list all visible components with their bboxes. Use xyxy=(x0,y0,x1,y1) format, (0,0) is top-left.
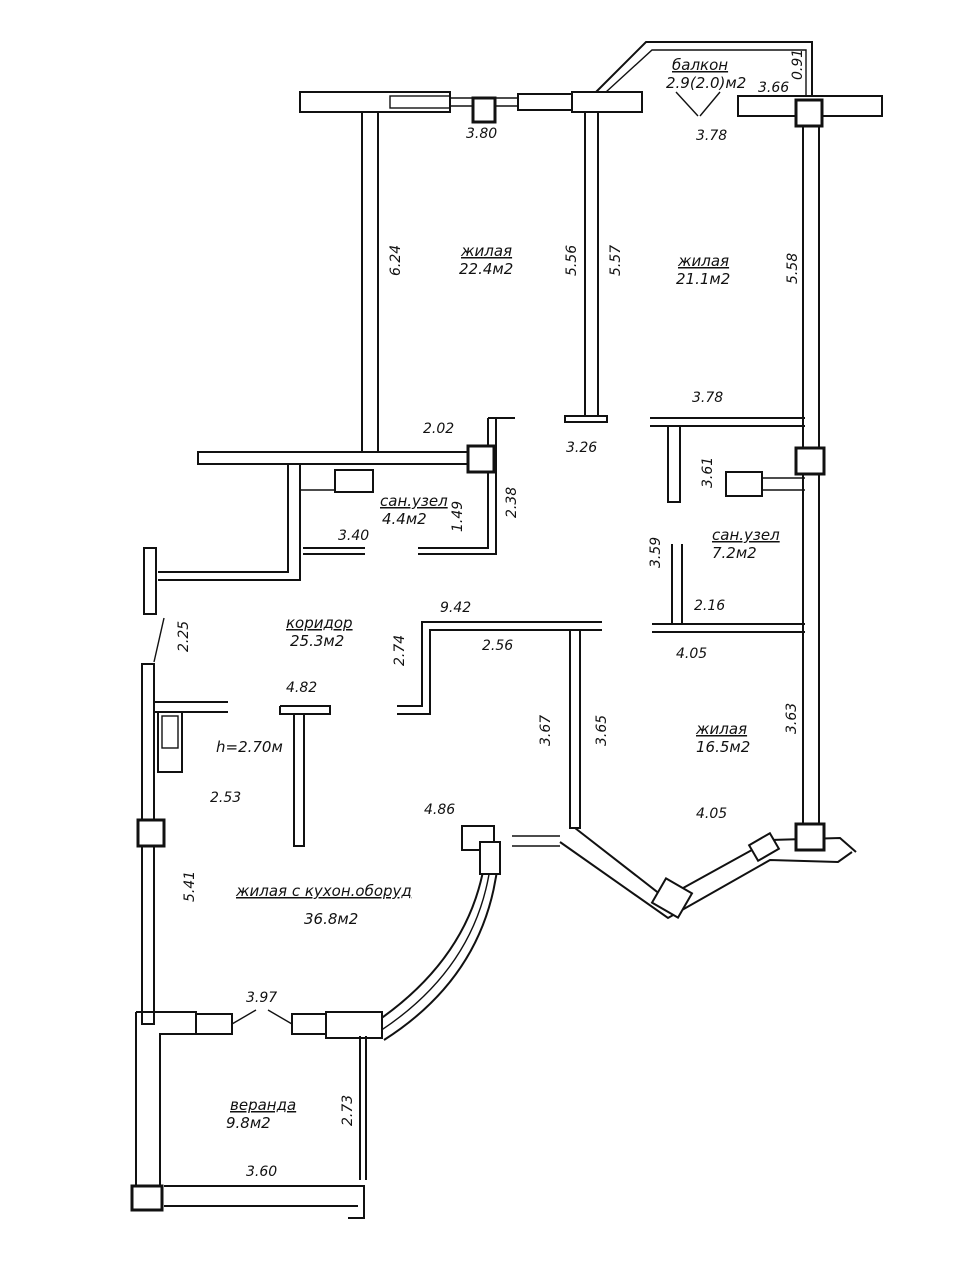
column xyxy=(794,822,826,852)
dimension-label: 3.60 xyxy=(246,1164,277,1180)
column xyxy=(471,96,497,124)
top-wall-left xyxy=(299,91,451,113)
room-name-bath-right: сан.узел xyxy=(712,526,780,544)
dimension-label: 0.91 xyxy=(790,49,806,80)
dimension-label: 2.73 xyxy=(340,1095,356,1126)
dimension-label: 4.82 xyxy=(286,680,317,696)
dimension-lines xyxy=(675,91,721,117)
top-wall-center xyxy=(571,91,643,113)
column xyxy=(136,818,166,848)
dimension-label: 3.59 xyxy=(648,537,664,568)
room-labels: балкон 2.9(2.0)м2 жилая 22.4м2 жилая 21.… xyxy=(216,56,780,1132)
dimension-label: 2.53 xyxy=(210,790,241,806)
walls xyxy=(135,41,883,1219)
dimension-label: 5.58 xyxy=(785,253,801,284)
room-area-living-small: 16.5м2 xyxy=(696,738,750,756)
dimension-label: 3.67 xyxy=(538,715,554,746)
room-name-bath-left: сан.узел xyxy=(380,492,448,510)
room-name-balcony: балкон xyxy=(672,56,728,74)
room-name-veranda: веранда xyxy=(230,1096,296,1114)
dimension-label: 2.25 xyxy=(176,621,192,652)
dimension-label: 2.02 xyxy=(423,421,454,437)
dimension-label: 3.26 xyxy=(566,440,597,456)
column xyxy=(794,446,826,476)
room-area-living-left: 22.4м2 xyxy=(459,260,513,278)
top-wall-mid xyxy=(517,93,574,111)
dimension-label: 3.40 xyxy=(338,528,369,544)
column-center xyxy=(293,713,305,847)
dimension-label: 9.42 xyxy=(440,600,471,616)
dimension-label: 3.97 xyxy=(246,990,277,1006)
room-name-corridor: коридор xyxy=(286,614,353,632)
room-area-corridor: 25.3м2 xyxy=(290,632,344,650)
dimension-label: 3.78 xyxy=(696,128,727,144)
room-name-living-right: жилая xyxy=(677,252,729,270)
room-area-veranda: 9.8м2 xyxy=(226,1114,271,1132)
dimension-label: 4.05 xyxy=(676,646,707,662)
dimension-label: 2.38 xyxy=(504,487,520,518)
dimension-label: 2.56 xyxy=(482,638,513,654)
wall-556 xyxy=(584,111,599,419)
room-name-living-left: жилая xyxy=(460,242,512,260)
balcony-outline xyxy=(595,41,813,96)
ceiling-height: h=2.70м xyxy=(216,738,283,756)
wall-mid-horizontal xyxy=(197,451,471,465)
dimension-label: 5.41 xyxy=(182,871,198,902)
dimension-label: 3.61 xyxy=(700,457,716,488)
wall-624 xyxy=(361,111,379,455)
dimension-label: 2.16 xyxy=(694,598,725,614)
room-area-balcony: 2.9(2.0)м2 xyxy=(666,74,746,92)
dimension-label: 3.65 xyxy=(594,715,610,746)
dimension-label: 1.49 xyxy=(450,501,466,532)
room-area-bath-left: 4.4м2 xyxy=(382,510,427,528)
dimension-label: 5.57 xyxy=(608,245,624,276)
dimension-label: 5.56 xyxy=(564,245,580,276)
columns xyxy=(130,96,826,1212)
dimension-label: 2.74 xyxy=(392,635,408,666)
room-area-kitchen-living: 36.8м2 xyxy=(304,910,358,928)
room-area-living-right: 21.1м2 xyxy=(676,270,730,288)
dimension-label: 3.66 xyxy=(758,80,789,96)
dimension-label: 3.80 xyxy=(466,126,497,142)
dimension-label: 3.63 xyxy=(784,703,800,734)
dimension-label: 4.05 xyxy=(696,806,727,822)
column xyxy=(794,98,824,128)
column xyxy=(466,444,496,474)
dimension-label: 4.86 xyxy=(424,802,455,818)
room-name-living-small: жилая xyxy=(695,720,747,738)
dimension-label: 6.24 xyxy=(388,245,404,276)
room-area-bath-right: 7.2м2 xyxy=(712,544,757,562)
room-name-kitchen-living: жилая с кухон.оборуд xyxy=(235,882,412,900)
dimension-labels: 0.91 3.66 3.80 3.78 6.24 5.56 5.57 5.58 … xyxy=(176,49,806,1180)
dimension-label: 3.78 xyxy=(692,390,723,406)
top-window-left xyxy=(389,95,451,109)
column xyxy=(130,1184,164,1212)
